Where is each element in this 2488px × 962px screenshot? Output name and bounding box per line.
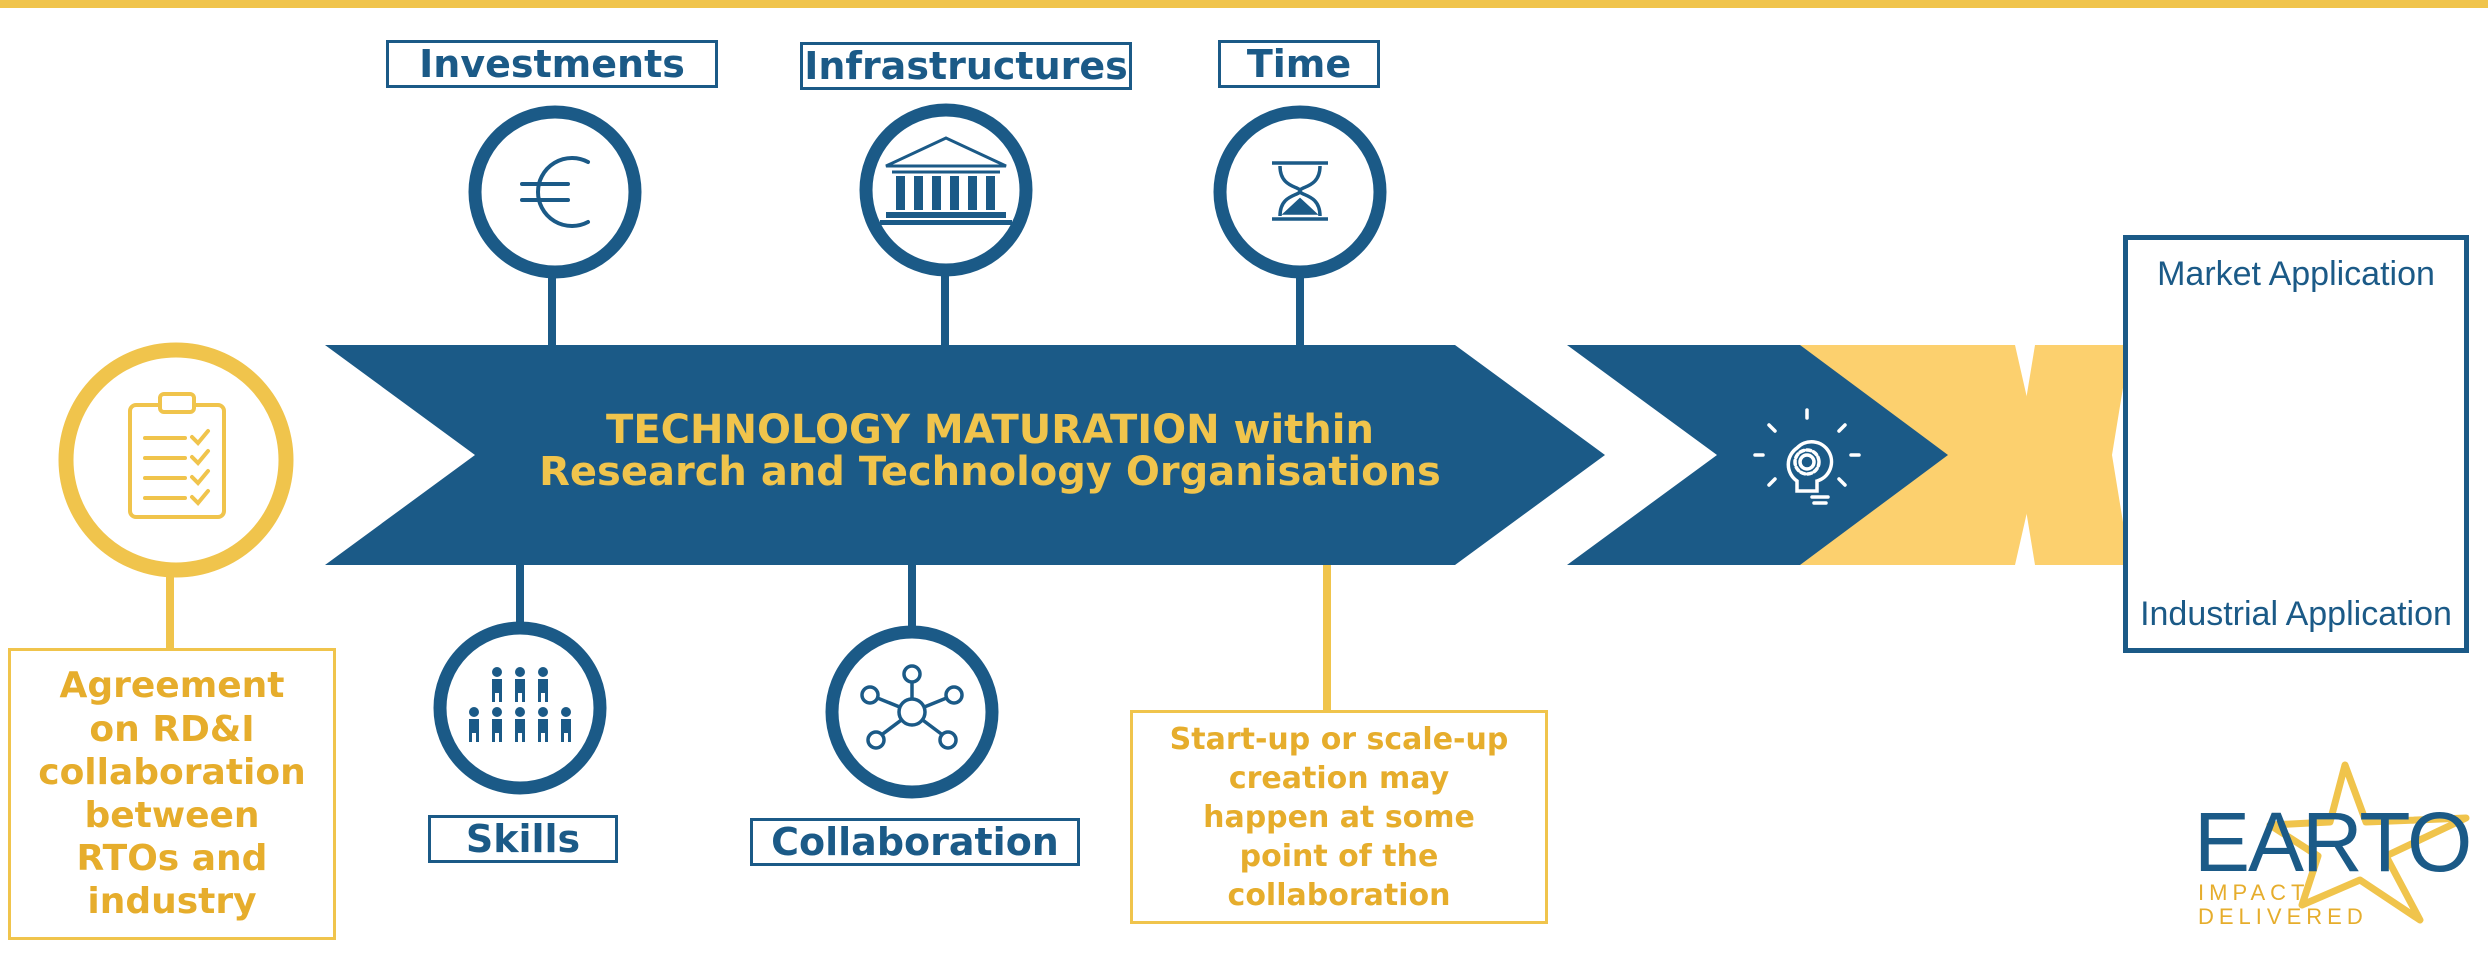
startup-line: point of the	[1239, 838, 1439, 874]
startup-line: creation may	[1228, 760, 1450, 796]
agreement-line: on RD&I	[89, 708, 255, 750]
skills-label: Skills	[428, 815, 618, 863]
earto-tagline-2: DELIVERED	[2198, 904, 2368, 929]
earto-logo-word: EARTO	[2194, 795, 2472, 889]
agreement-line: collaboration	[38, 751, 306, 793]
infrastructures-circle	[859, 103, 1033, 277]
agreement-circle	[58, 342, 294, 578]
market-application-box: Market Application Industrial Applicatio…	[2123, 235, 2469, 653]
collaboration-circle	[825, 625, 999, 799]
agreement-line: between	[84, 795, 260, 836]
startup-line: collaboration	[1227, 877, 1451, 913]
top-rule	[0, 0, 2488, 8]
skills-circle	[433, 621, 607, 795]
arrow-title-line1: TECHNOLOGY MATURATION within	[606, 407, 1374, 453]
arrow-title: TECHNOLOGY MATURATION within Research an…	[440, 396, 1540, 506]
investments-circle	[468, 105, 642, 279]
yellow-chevron-far	[2017, 345, 2130, 565]
startup-line: Start-up or scale-up	[1169, 721, 1509, 757]
collaboration-label: Collaboration	[750, 818, 1080, 866]
investments-label: Investments	[386, 40, 718, 88]
euro-icon	[520, 156, 590, 228]
startup-line: happen at some	[1203, 799, 1475, 835]
time-circle	[1213, 105, 1387, 279]
hourglass-icon	[1272, 161, 1328, 221]
arrow-title-line2: Research and Technology Organisations	[539, 449, 1441, 495]
agreement-line: Agreement	[59, 665, 285, 707]
maturation-arrow	[325, 345, 1605, 565]
network-icon	[860, 664, 964, 750]
agreement-line: RTOs and	[76, 838, 268, 880]
industrial-application-title: Industrial Application	[2140, 595, 2452, 633]
people-group-icon	[469, 667, 571, 742]
agreement-box: Agreement on RD&I collaboration between …	[8, 648, 336, 940]
infrastructures-label: Infrastructures	[800, 42, 1132, 90]
agreement-line: industry	[87, 881, 257, 923]
earto-star-icon	[2266, 761, 2470, 924]
clipboard-checklist-icon	[128, 392, 226, 519]
market-application-title: Market Application	[2157, 255, 2435, 293]
earto-tagline-1: IMPACT	[2198, 880, 2310, 905]
lightbulb-icon	[1753, 408, 1861, 505]
time-label: Time	[1218, 40, 1380, 88]
startup-box: Start-up or scale-up creation may happen…	[1130, 710, 1548, 924]
bank-icon	[880, 136, 1012, 225]
